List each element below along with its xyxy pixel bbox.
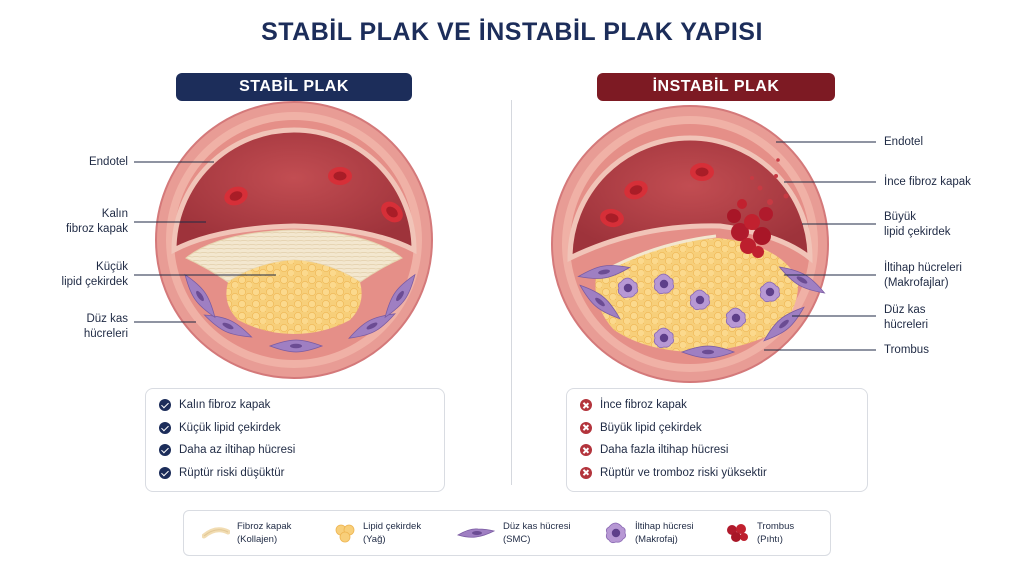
cross-icon (580, 399, 592, 412)
stable-feature-item: Rüptür riski düşüktür (159, 462, 444, 485)
unstable-features-box: İnce fibroz kapak Büyük lipid çekirdek D… (566, 388, 868, 492)
smooth-muscle-icon (457, 528, 496, 538)
stable-vessel (155, 101, 433, 379)
unstable-rbc (690, 163, 714, 181)
legend-item-fibrous-cap: Fibroz kapak(Kollajen) (202, 511, 291, 555)
panel-divider (511, 100, 512, 485)
unstable-vessel (551, 105, 829, 383)
unstable-feature-item: Rüptür ve tromboz riski yüksektir (580, 462, 867, 485)
check-icon (159, 399, 171, 412)
unstable-leader-lines (764, 141, 876, 351)
page-title: STABİL PLAK VE İNSTABİL PLAK YAPISI (261, 18, 763, 46)
stable-leader-lines (134, 161, 276, 323)
legend-item-lipid: Lipid çekirdek(Yağ) (334, 511, 421, 555)
cross-icon (580, 466, 592, 479)
legend-item-macrophage: İltihap hücresi(Makrofaj) (604, 511, 694, 555)
check-icon (159, 444, 171, 457)
legend-item-thrombus: Trombus(Pıhtı) (724, 511, 794, 555)
unstable-label-thrombus: Trombus (884, 344, 929, 356)
check-icon (159, 466, 171, 479)
stable-feature-item: Daha az iltihap hücresi (159, 439, 444, 462)
unstable-plaque-header: İNSTABİL PLAK (597, 73, 835, 101)
unstable-feature-item: Daha fazla iltihap hücresi (580, 439, 867, 462)
stable-feature-item: Kalın fibroz kapak (159, 394, 444, 417)
stable-feature-item: Küçük lipid çekirdek (159, 417, 444, 440)
cross-icon (580, 444, 592, 457)
thrombus-icon (727, 524, 748, 542)
unstable-label-inflammatory: İltihap hücreleri(Makrofajlar) (884, 262, 962, 289)
stable-rbc (328, 167, 352, 185)
unstable-label-thin-cap: İnce fibroz kapak (884, 176, 971, 188)
check-icon (159, 421, 171, 434)
unstable-feature-item: İnce fibroz kapak (580, 394, 867, 417)
stable-features-box: Kalın fibroz kapak Küçük lipid çekirdek … (145, 388, 445, 492)
lipid-icon (335, 524, 355, 543)
legend-item-smc: Düz kas hücresi(SMC) (456, 511, 571, 555)
stable-plaque-header: STABİL PLAK (176, 73, 412, 101)
unstable-feature-item: Büyük lipid çekirdek (580, 417, 867, 440)
unstable-thrombus (727, 158, 789, 258)
legend: Fibroz kapak(Kollajen) Lipid çekirdek(Ya… (183, 510, 831, 556)
stable-label-endothelium: Endotel (88, 156, 128, 168)
unstable-label-endothelium: Endotel (884, 136, 924, 148)
stable-small-lipid-core (226, 260, 362, 334)
fibrous-cap-icon (202, 527, 230, 539)
macrophage-icon (605, 522, 627, 544)
cross-icon (580, 421, 592, 434)
